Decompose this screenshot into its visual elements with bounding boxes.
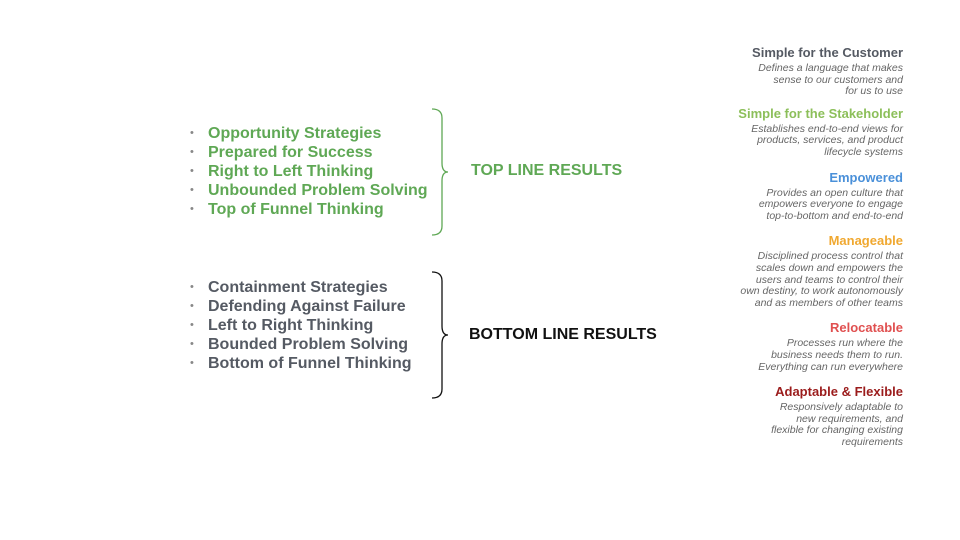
- bullet-icon: •: [190, 203, 194, 215]
- bottom-curly-brace-icon: [431, 271, 449, 399]
- list-item-label: Containment Strategies: [208, 279, 388, 296]
- list-item-label: Prepared for Success: [208, 144, 373, 161]
- attribute-manageable: Manageable Disciplined process control t…: [643, 233, 903, 309]
- list-item-label: Opportunity Strategies: [208, 125, 382, 142]
- attribute-description: Processes run where the business needs t…: [758, 337, 903, 373]
- list-item: • Containment Strategies: [190, 278, 412, 297]
- attribute-title: Adaptable & Flexible: [775, 384, 903, 400]
- attribute-simple-customer: Simple for the Customer Defines a langua…: [643, 45, 903, 98]
- attribute-adaptable-flexible: Adaptable & Flexible Responsively adapta…: [643, 384, 903, 448]
- attribute-description: Provides an open culture that empowers e…: [758, 186, 903, 222]
- list-item-label: Bottom of Funnel Thinking: [208, 355, 412, 372]
- attribute-title: Empowered: [829, 169, 903, 185]
- bullet-icon: •: [190, 319, 194, 331]
- list-item-label: Right to Left Thinking: [208, 163, 374, 180]
- bullet-icon: •: [190, 127, 194, 139]
- bullet-icon: •: [190, 281, 194, 293]
- bullet-icon: •: [190, 184, 194, 196]
- attribute-description: Disciplined process control that scales …: [740, 250, 903, 309]
- top-line-results-label: TOP LINE RESULTS: [471, 162, 623, 179]
- attribute-title: Relocatable: [830, 320, 903, 336]
- list-item: • Prepared for Success: [190, 143, 428, 162]
- bullet-icon: •: [190, 165, 194, 177]
- top-line-list: • Opportunity Strategies • Prepared for Su…: [190, 124, 428, 219]
- attribute-simple-stakeholder: Simple for the Stakeholder Establishes e…: [643, 106, 903, 159]
- list-item: • Bottom of Funnel Thinking: [190, 354, 412, 373]
- attributes-panel: Simple for the Customer Defines a langua…: [643, 45, 903, 448]
- attribute-empowered: Empowered Provides an open culture that …: [643, 170, 903, 223]
- list-item: • Unbounded Problem Solving: [190, 181, 428, 200]
- attribute-title: Simple for the Customer: [752, 45, 903, 60]
- list-item: • Bounded Problem Solving: [190, 335, 412, 354]
- list-item-label: Bounded Problem Solving: [208, 336, 409, 353]
- list-item-label: Defending Against Failure: [208, 298, 406, 315]
- list-item: • Opportunity Strategies: [190, 124, 428, 143]
- attribute-title: Simple for the Stakeholder: [738, 105, 903, 121]
- list-item: • Defending Against Failure: [190, 297, 412, 316]
- bullet-icon: •: [190, 338, 194, 350]
- attribute-relocatable: Relocatable Processes run where the busi…: [643, 320, 903, 373]
- attribute-description: Establishes end-to-end views for product…: [751, 122, 903, 158]
- list-item: • Left to Right Thinking: [190, 316, 412, 335]
- list-item-label: Unbounded Problem Solving: [208, 182, 428, 199]
- list-item-label: Left to Right Thinking: [208, 317, 374, 334]
- top-curly-brace-icon: [431, 108, 449, 236]
- bottom-line-results-label: BOTTOM LINE RESULTS: [469, 326, 657, 343]
- list-item: • Top of Funnel Thinking: [190, 200, 428, 219]
- bullet-icon: •: [190, 146, 194, 158]
- bottom-line-list: • Containment Strategies • Defending Again…: [190, 278, 412, 373]
- list-item: • Right to Left Thinking: [190, 162, 428, 181]
- attribute-title: Manageable: [828, 233, 903, 249]
- list-item-label: Top of Funnel Thinking: [208, 201, 384, 218]
- attribute-description: Responsively adaptable to new requiremen…: [771, 401, 903, 448]
- bullet-icon: •: [190, 357, 194, 369]
- bullet-icon: •: [190, 300, 194, 312]
- attribute-description: Defines a language that makes sense to o…: [758, 62, 903, 98]
